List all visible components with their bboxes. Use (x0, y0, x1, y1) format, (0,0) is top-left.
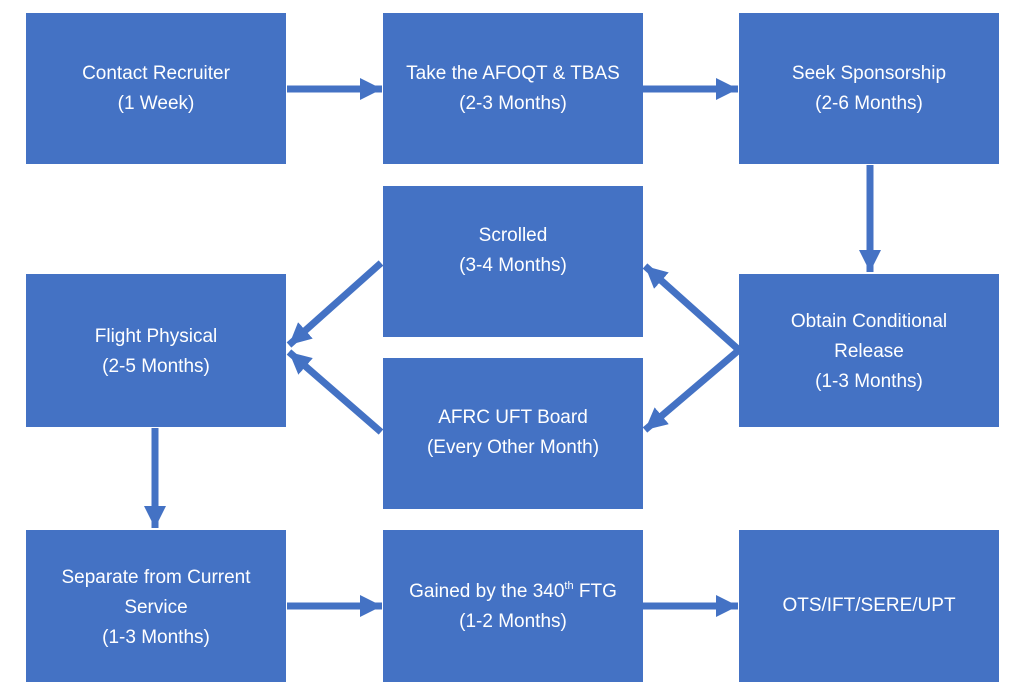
node-take-afoqt-tbas: Take the AFOQT & TBAS (2-3 Months) (383, 13, 643, 164)
node-label: Contact Recruiter (82, 63, 230, 84)
node-obtain-conditional-release: Obtain Conditional Release (1-3 Months) (739, 274, 999, 427)
node-duration: (2-6 Months) (815, 93, 923, 114)
node-scrolled: Scrolled (3-4 Months) (383, 186, 643, 337)
arrow-release-to-scrolled (642, 263, 742, 353)
node-flight-physical: Flight Physical (2-5 Months) (26, 274, 286, 427)
arrow-scrolled-to-physical (286, 260, 384, 348)
node-label-suffix: FTG (573, 581, 617, 602)
node-label: Scrolled (478, 225, 548, 246)
node-contact-recruiter: Contact Recruiter (1 Week) (26, 13, 286, 164)
arrow-release-to-board (642, 347, 742, 433)
node-label: Separate from Current (61, 567, 251, 588)
node-gained-by-340th-ftg: Gained by the 340th FTG (1-2 Months) (383, 530, 643, 682)
node-label: Obtain Conditional (790, 311, 948, 332)
node-label: Take the AFOQT & TBAS (406, 63, 620, 84)
node-duration: (1 Week) (117, 93, 195, 114)
node-separate-from-service: Separate from Current Service (1-3 Month… (26, 530, 286, 682)
node-duration: (1-3 Months) (815, 371, 923, 392)
node-afrc-uft-board: AFRC UFT Board (Every Other Month) (383, 358, 643, 509)
node-label-cont: Release (834, 341, 904, 362)
node-label: AFRC UFT Board (438, 407, 588, 428)
node-duration: (1-3 Months) (102, 627, 210, 648)
node-label: Seek Sponsorship (791, 63, 947, 84)
node-duration: (2-5 Months) (102, 356, 210, 377)
node-label: Gained by the 340th FTG (409, 577, 617, 607)
node-duration: (1-2 Months) (459, 611, 567, 632)
node-label-cont: Service (124, 597, 188, 618)
node-seek-sponsorship: Seek Sponsorship (2-6 Months) (739, 13, 999, 164)
node-label-prefix: Gained by the 340 (409, 581, 565, 602)
arrow-board-to-physical (286, 349, 384, 435)
node-duration: (3-4 Months) (459, 255, 567, 276)
node-label: Flight Physical (94, 326, 218, 347)
node-ots-ift-sere-upt: OTS/IFT/SERE/UPT (739, 530, 999, 682)
node-duration: (Every Other Month) (426, 437, 600, 458)
node-label: OTS/IFT/SERE/UPT (782, 595, 956, 616)
ordinal-suffix: th (564, 579, 574, 592)
node-duration: (2-3 Months) (459, 93, 567, 114)
